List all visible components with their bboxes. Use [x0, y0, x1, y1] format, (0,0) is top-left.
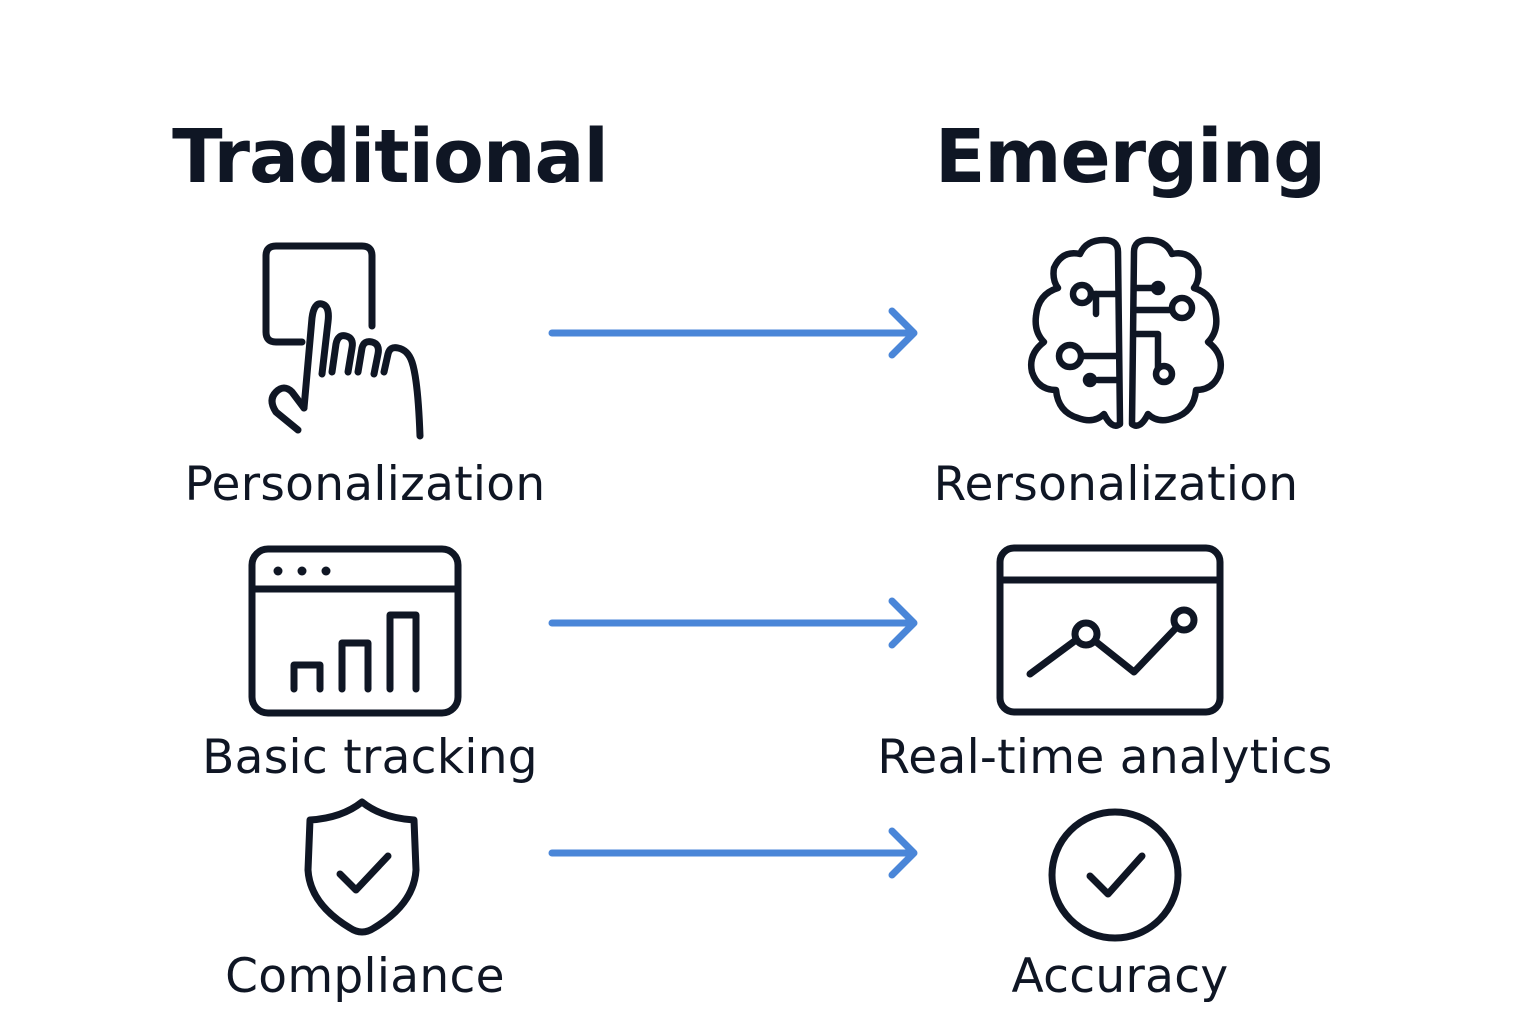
- browser-line-chart-icon: [996, 544, 1224, 716]
- label-rersonalization: Rersonalization: [933, 457, 1299, 512]
- browser-bar-chart-icon: [248, 545, 462, 717]
- label-personalization: Personalization: [184, 457, 546, 512]
- heading-emerging: Emerging: [934, 114, 1326, 200]
- label-compliance: Compliance: [225, 949, 505, 1004]
- brain-circuit-icon: [1024, 236, 1230, 434]
- heading-traditional: Traditional: [172, 114, 609, 200]
- label-basic-tracking: Basic tracking: [202, 730, 538, 785]
- hand-pointer-icon: [262, 240, 432, 445]
- label-accuracy: Accuracy: [1011, 949, 1229, 1004]
- arrow-right: [548, 305, 924, 361]
- arrow-right: [548, 595, 924, 651]
- arrow-right: [548, 825, 924, 881]
- circle-check-icon: [1046, 806, 1184, 944]
- label-real-time-analytics: Real-time analytics: [877, 730, 1333, 785]
- shield-check-icon: [302, 796, 422, 936]
